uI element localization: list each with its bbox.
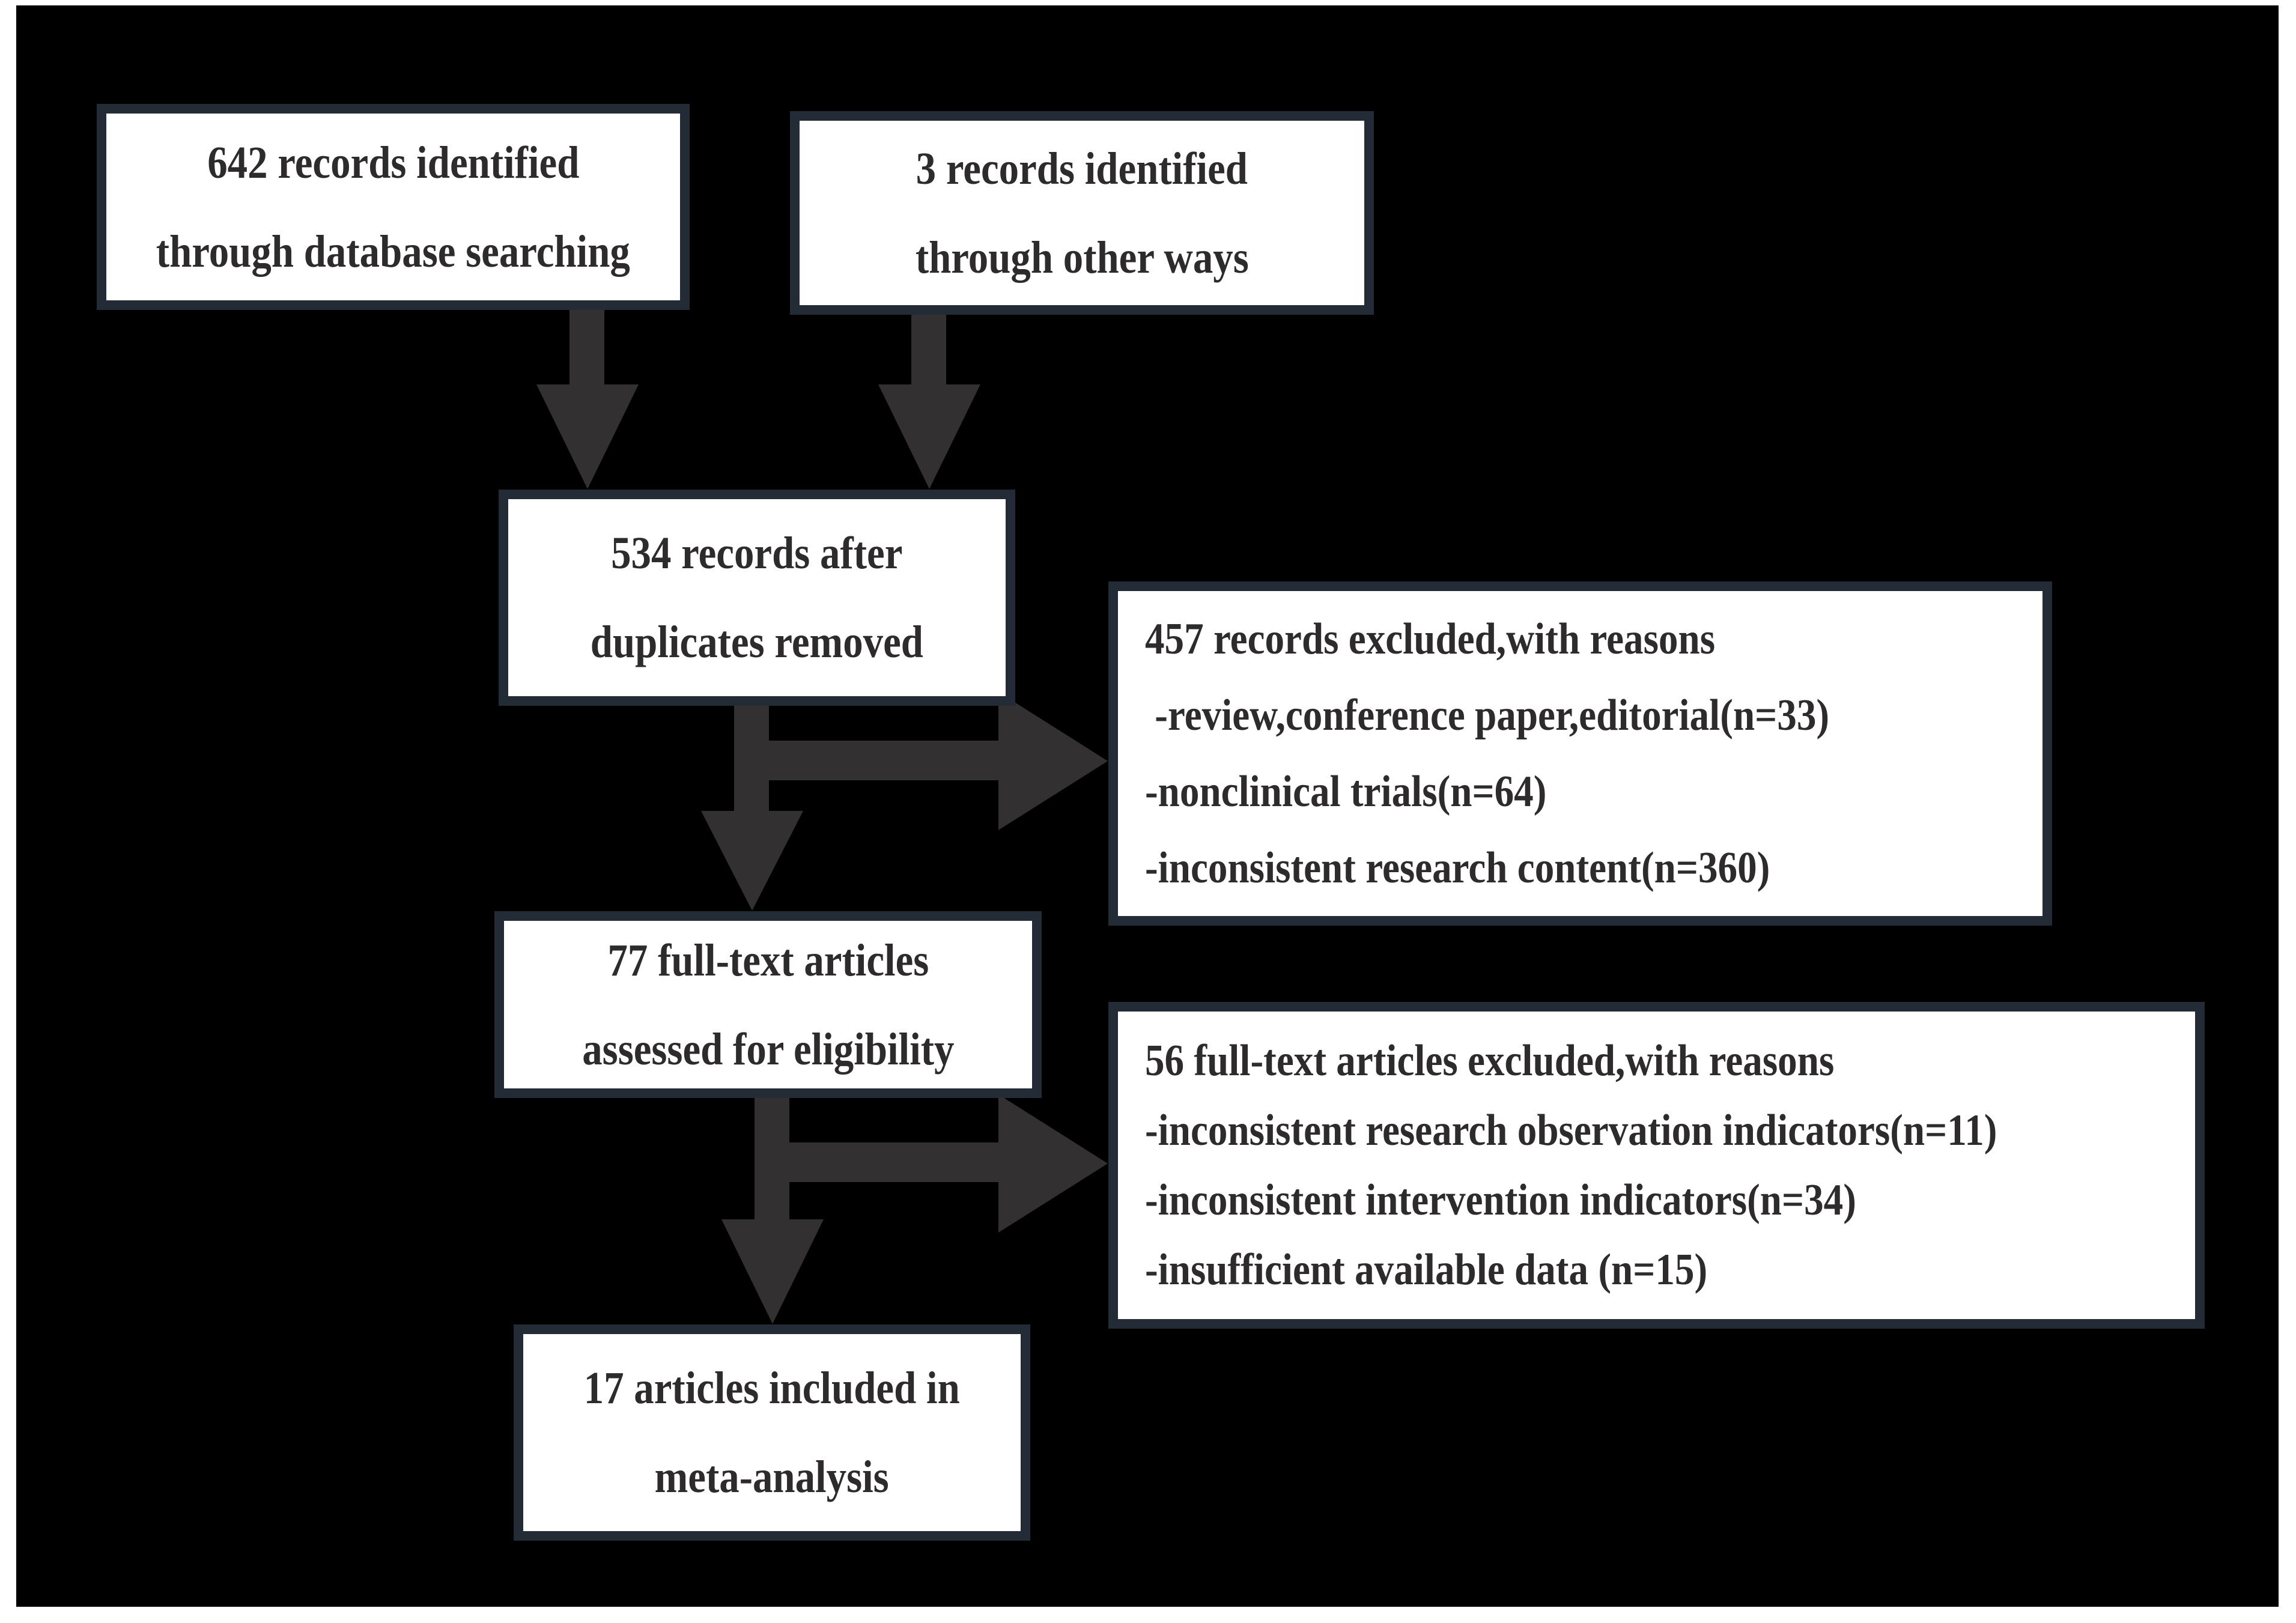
box-text-line: 77 full-text articles [607, 935, 929, 986]
box-text-line: 17 articles included in [583, 1363, 961, 1413]
box-text-line: -inconsistent research content(n=360) [1145, 843, 1770, 893]
box-text-line: 534 records after [611, 528, 903, 578]
box-records-excluded-reasons: 457 records excluded,with reasons -revie… [1108, 581, 2052, 926]
box-text-line: 56 full-text articles excluded,with reas… [1145, 1036, 1835, 1085]
box-text-line: -inconsistent intervention indicators(n=… [1145, 1176, 1856, 1225]
box-records-identified-database: 642 records identified through database … [97, 104, 690, 310]
box-text-line: 3 records identified [916, 143, 1248, 194]
box-records-after-duplicates: 534 records after duplicates removed [499, 490, 1015, 706]
box-text-line: through database searching [156, 226, 631, 277]
box-text-line: -inconsistent research observation indic… [1145, 1106, 1997, 1155]
box-text-line: 457 records excluded,with reasons [1145, 614, 1716, 664]
box-text-line: -review,conference paper,editorial(n=33) [1145, 690, 1830, 740]
box-fulltext-excluded-reasons: 56 full-text articles excluded,with reas… [1108, 1002, 2205, 1329]
box-records-identified-other: 3 records identified through other ways [790, 111, 1374, 315]
box-text-line: -nonclinical trials(n=64) [1145, 766, 1547, 816]
box-text-line: through other ways [915, 232, 1249, 283]
box-text-line: meta-analysis [654, 1452, 890, 1502]
box-text-line: duplicates removed [590, 617, 924, 667]
box-text-line: 642 records identified [207, 137, 580, 188]
box-included-meta-analysis: 17 articles included in meta-analysis [514, 1324, 1030, 1541]
box-fulltext-assessed: 77 full-text articles assessed for eligi… [494, 911, 1042, 1098]
box-text-line: assessed for eligibility [582, 1024, 955, 1075]
box-text-line: -insufficient available data (n=15) [1145, 1245, 1708, 1294]
